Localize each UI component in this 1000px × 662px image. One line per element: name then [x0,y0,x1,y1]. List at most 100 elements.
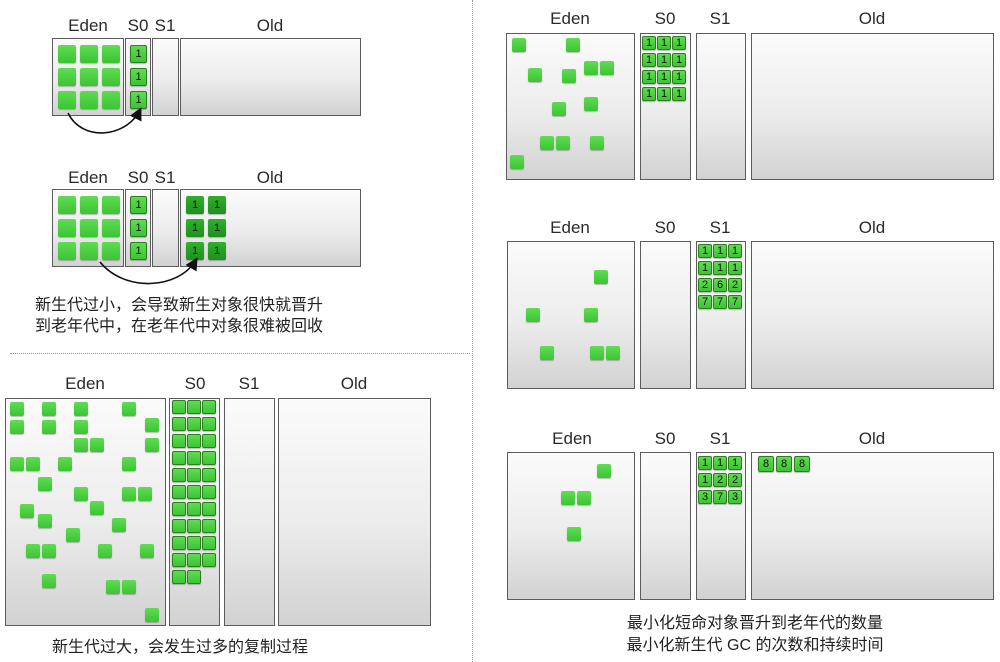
age-label: 1 [135,199,142,211]
eden-object [540,136,554,150]
s0-region [640,241,691,389]
s0-object: 1 [130,68,147,86]
old-object: 8 [758,456,774,472]
age-label: 1 [731,457,739,469]
s1-object: 3 [728,490,742,504]
s1-object: 2 [728,473,742,487]
s0-object: 1 [672,87,686,101]
s0-object [172,553,186,567]
age-label: 7 [716,296,724,308]
s0-object [202,417,216,431]
eden-object [145,438,159,452]
old-region [180,38,361,116]
eden-object [58,219,76,237]
eden-object [80,68,98,86]
age-label: 1 [675,37,683,49]
age-label: 1 [213,245,221,257]
s0-object [187,536,201,550]
age-label: 2 [731,279,739,291]
s0-label: S0 [184,374,206,393]
eden-object [98,544,112,558]
eden-object [122,580,136,594]
age-label: 2 [716,474,724,486]
eden-object [74,438,88,452]
s0-object [187,468,201,482]
old-object: 1 [208,219,226,237]
old-label: Old [256,168,284,187]
eden-object [597,464,611,478]
age-label: 1 [675,71,683,83]
s0-object [202,553,216,567]
s0-object [202,536,216,550]
eden-object [561,491,575,505]
eden-object [577,491,591,505]
s1-object: 1 [713,456,727,470]
eden-object [606,346,620,360]
old-object: 1 [208,242,226,260]
eden-object [584,97,598,111]
age-label: 1 [645,54,653,66]
s0-object [187,434,201,448]
age-label: 1 [645,88,653,100]
s1-region [696,33,746,180]
eden-object [510,155,524,169]
s0-object [172,485,186,499]
eden-object [102,91,120,109]
s1-object: 1 [698,473,712,487]
eden-object [590,346,604,360]
s0-object: 1 [130,196,147,214]
s1-object: 1 [713,261,727,275]
old-label: Old [340,374,368,393]
s0-object [202,451,216,465]
vertical-divider [472,0,473,662]
s0-object [202,502,216,516]
eden-object [112,518,126,532]
s0-object: 1 [130,242,147,260]
age-label: 2 [701,279,709,291]
age-label: 1 [645,71,653,83]
eden-object [122,457,136,471]
eden-object [74,402,88,416]
copy-arrow [67,107,142,134]
age-label: 1 [660,37,668,49]
s1-object: 1 [698,456,712,470]
old-label: Old [858,9,886,28]
age-label: 1 [701,457,709,469]
age-label: 1 [645,37,653,49]
eden-label: Eden [550,218,590,237]
eden-object [42,402,56,416]
eden-label: Eden [550,9,590,28]
s1-object: 2 [698,278,712,292]
old-object: 1 [186,219,204,237]
eden-object [102,196,120,214]
s0-object [187,570,201,584]
s0-label: S0 [654,9,676,28]
s0-object: 1 [672,70,686,84]
caption-large-young: 新生代过大，会发生过多的复制过程 [52,639,309,656]
s1-object: 7 [728,295,742,309]
eden-object [145,608,159,622]
s1-object: 7 [713,490,727,504]
s0-object: 1 [672,53,686,67]
age-label: 1 [660,88,668,100]
eden-object [556,136,570,150]
eden-object [594,270,608,284]
s0-object [172,417,186,431]
old-label: Old [858,218,886,237]
age-label: 1 [716,457,724,469]
age-label: 1 [191,245,199,257]
old-region [751,452,994,600]
age-label: 1 [135,48,142,60]
s0-object [172,536,186,550]
s0-object: 1 [130,91,147,109]
eden-object [42,420,56,434]
eden-label: Eden [68,168,108,187]
s0-label: S0 [127,168,149,187]
age-label: 1 [135,222,142,234]
age-label: 1 [701,262,709,274]
eden-region [506,33,635,180]
eden-object [26,544,40,558]
s0-object [202,485,216,499]
eden-object [58,45,76,63]
old-label: Old [256,16,284,35]
